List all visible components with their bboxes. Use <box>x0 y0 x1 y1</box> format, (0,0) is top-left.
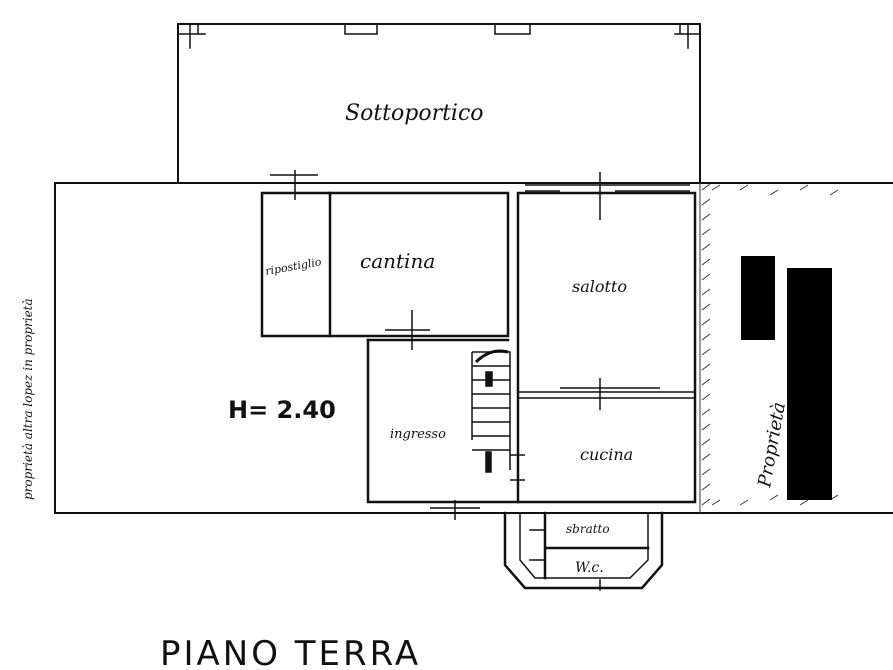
left-side-note: proprietà altra lopez in proprietà <box>21 298 35 500</box>
label-wc: W.c. <box>575 560 604 576</box>
label-cucina: cucina <box>580 445 633 464</box>
label-sottoportico: Sottoportico <box>345 101 484 126</box>
redaction-block-left <box>741 256 775 340</box>
height-label: H= 2.40 <box>228 396 336 424</box>
right-side-note: Proprietà <box>754 400 790 489</box>
label-ingresso: ingresso <box>390 427 446 442</box>
label-cantina: cantina <box>360 249 435 273</box>
label-ripostiglio: ripostiglio <box>264 255 322 278</box>
label-salotto: salotto <box>572 277 627 296</box>
porch-outline <box>177 23 701 184</box>
drawing-title: PIANO TERRA <box>160 634 421 670</box>
label-sbratto: sbratto <box>566 522 610 536</box>
redaction-block-right <box>787 268 832 500</box>
opening-marks <box>270 170 690 520</box>
staircase <box>471 349 511 473</box>
outer-boundary <box>54 182 893 514</box>
adjacent-property-hatch <box>699 183 839 513</box>
interior-walls <box>260 191 697 504</box>
bay-extension <box>503 511 664 591</box>
